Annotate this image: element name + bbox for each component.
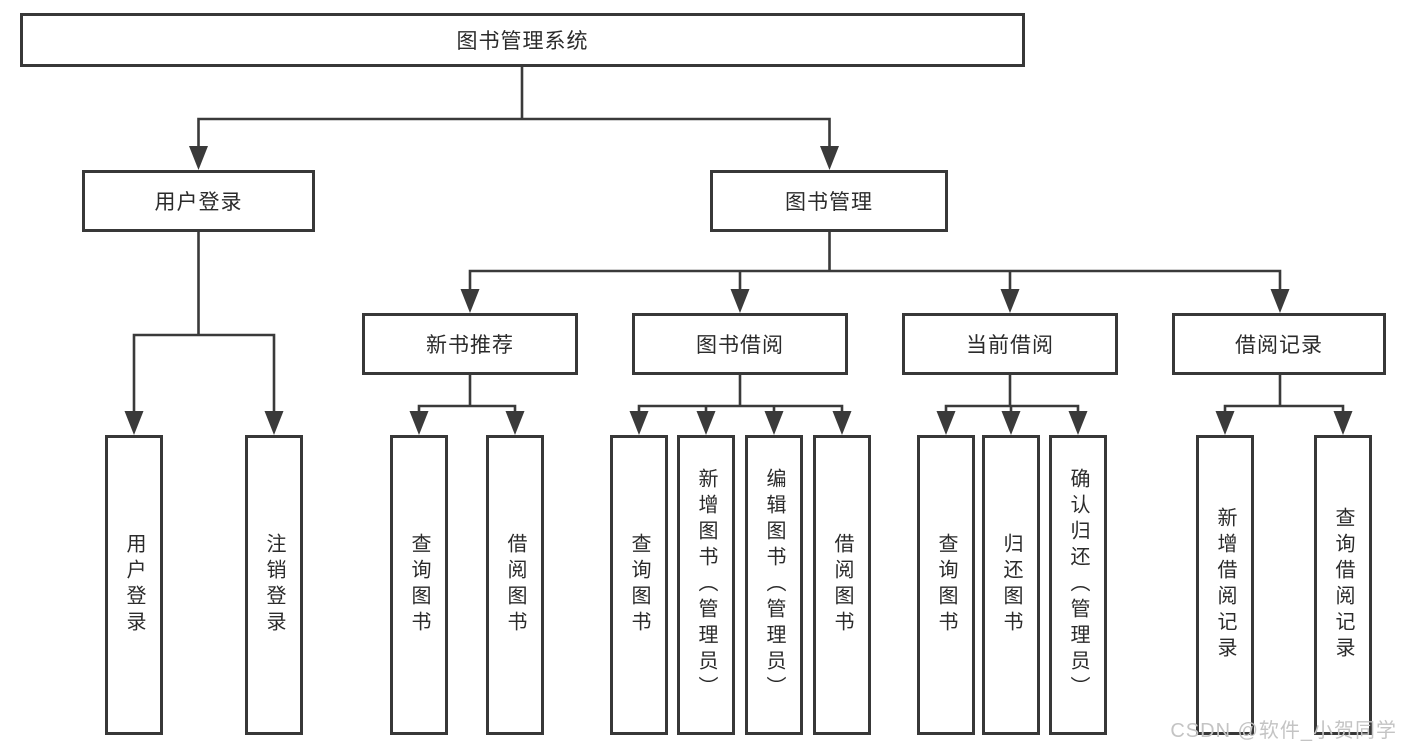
leaf-add-borrow-record: 新增借阅记录 (1196, 435, 1254, 735)
node-user-login-label: 用户登录 (154, 191, 243, 214)
node-book-management: 图书管理 (710, 170, 948, 232)
node-new-book-recommend: 新书推荐 (362, 313, 578, 375)
leaf-confirm-return-admin: 确认归还（管理员） (1049, 435, 1107, 735)
node-user-login: 用户登录 (82, 170, 315, 232)
node-library-system-label: 图书管理系统 (456, 30, 589, 53)
leaf-borrow-book: 借阅图书 (813, 435, 871, 735)
node-current-borrow: 当前借阅 (902, 313, 1118, 375)
node-book-borrow: 图书借阅 (632, 313, 848, 375)
leaf-return-book: 归还图书 (982, 435, 1040, 735)
node-current-borrow-label: 当前借阅 (966, 334, 1054, 357)
node-borrow-records: 借阅记录 (1172, 313, 1386, 375)
node-library-system: 图书管理系统 (20, 13, 1025, 67)
leaf-query-book-current: 查询图书 (917, 435, 975, 735)
node-new-book-recommend-label: 新书推荐 (426, 334, 514, 357)
leaf-borrow-book-recommend: 借阅图书 (486, 435, 544, 735)
watermark-text: CSDN @软件_小贺同学 (1170, 720, 1397, 742)
leaf-query-book-recommend: 查询图书 (390, 435, 448, 735)
node-borrow-records-label: 借阅记录 (1235, 334, 1323, 357)
leaf-edit-book-admin: 编辑图书（管理员） (745, 435, 803, 735)
leaf-add-book-admin: 新增图书（管理员） (677, 435, 735, 735)
leaf-query-borrow-record: 查询借阅记录 (1314, 435, 1372, 735)
leaf-query-book-borrow: 查询图书 (610, 435, 668, 735)
leaf-logout-login: 注销登录 (245, 435, 303, 735)
node-book-borrow-label: 图书借阅 (696, 334, 784, 357)
node-book-management-label: 图书管理 (785, 191, 873, 214)
leaf-user-login: 用户登录 (105, 435, 163, 735)
